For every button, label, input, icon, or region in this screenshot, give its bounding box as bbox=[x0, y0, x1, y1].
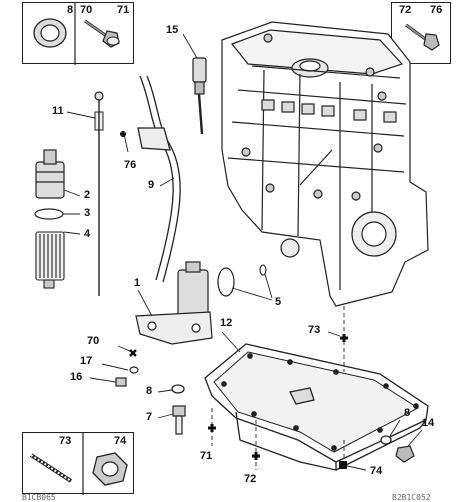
callout-71: 71 bbox=[200, 450, 213, 462]
inset-label-71: 71 bbox=[117, 4, 130, 16]
callout-17: 17 bbox=[80, 355, 93, 367]
cross-marker-76 bbox=[120, 131, 126, 137]
callout-14: 14 bbox=[422, 417, 435, 429]
oil-pan-icon bbox=[204, 343, 429, 471]
dipstick-icon bbox=[94, 91, 104, 296]
inset-bottom-left-drawing bbox=[29, 433, 128, 495]
leader-12 bbox=[221, 331, 241, 353]
drain-plug-washer-icon bbox=[380, 435, 392, 445]
callout-16: 16 bbox=[70, 371, 83, 383]
callout-70: 70 bbox=[87, 335, 100, 347]
callout-9: 9 bbox=[148, 179, 155, 191]
cross-marker-70 bbox=[129, 349, 137, 357]
callout-5: 5 bbox=[275, 296, 282, 308]
oil-filter-cap-icon bbox=[35, 149, 65, 199]
oil-filter-element-icon bbox=[35, 231, 65, 289]
inset-label-8: 8 bbox=[67, 4, 74, 16]
leader-8a bbox=[157, 389, 173, 393]
drain-washer-icon bbox=[129, 366, 139, 374]
sealing-washer-icon bbox=[171, 384, 185, 394]
leader-74 bbox=[346, 465, 367, 471]
callout-74: 74 bbox=[370, 465, 383, 477]
footer-code-right: B2B1C052 bbox=[392, 493, 431, 502]
filter-o-ring-icon bbox=[34, 208, 64, 220]
callout-76: 76 bbox=[124, 159, 137, 171]
drain-bolt-icon bbox=[115, 377, 127, 387]
leader-15 bbox=[182, 33, 198, 59]
hex-nut-icon bbox=[92, 452, 128, 486]
callout-3: 3 bbox=[84, 207, 91, 219]
leader-14 bbox=[407, 429, 423, 447]
inset-box-bottom-left: 73 74 bbox=[22, 432, 134, 495]
callout-7: 7 bbox=[146, 411, 153, 423]
leader-4 bbox=[63, 231, 81, 235]
inset-label-70: 70 bbox=[80, 4, 93, 16]
oil-seal-ring-icon bbox=[33, 18, 67, 48]
cross-marker-71 bbox=[208, 424, 216, 432]
callout-12: 12 bbox=[220, 317, 233, 329]
callout-8-right: 8 bbox=[404, 407, 411, 419]
leader-76 bbox=[123, 133, 129, 153]
inset-label-74: 74 bbox=[114, 435, 127, 447]
inset-label-76: 76 bbox=[430, 4, 443, 16]
small-gasket-icon bbox=[259, 264, 267, 276]
gasket-ring-icon bbox=[217, 267, 235, 297]
square-marker-74 bbox=[339, 461, 347, 469]
inset-box-top-right: 72 76 bbox=[391, 2, 451, 64]
oil-pressure-switch-icon bbox=[172, 405, 186, 435]
leader-11 bbox=[66, 111, 96, 119]
dipstick-guide-tube-icon bbox=[137, 75, 181, 283]
leader-16 bbox=[89, 377, 117, 383]
callout-11: 11 bbox=[52, 105, 64, 117]
hex-bolt-icon bbox=[405, 23, 440, 51]
threaded-stud-icon bbox=[29, 453, 73, 483]
flange-bolt-icon bbox=[84, 19, 120, 48]
inset-label-73: 73 bbox=[59, 435, 72, 447]
drain-plug-icon bbox=[395, 445, 415, 463]
inset-top-right-drawing bbox=[405, 23, 440, 51]
engine-block-icon bbox=[221, 21, 429, 307]
callout-4: 4 bbox=[84, 228, 91, 240]
oil-level-sensor-icon bbox=[192, 57, 207, 135]
oil-filter-housing-icon bbox=[135, 261, 213, 345]
callout-8-left: 8 bbox=[146, 385, 153, 397]
callout-72: 72 bbox=[244, 473, 257, 485]
leader-1 bbox=[137, 289, 153, 317]
leader-73 bbox=[327, 331, 341, 337]
leader-17 bbox=[101, 363, 129, 371]
inset-box-top-left: 8 70 71 bbox=[22, 2, 134, 65]
inset-label-72: 72 bbox=[399, 4, 412, 16]
leader-5b bbox=[264, 273, 273, 299]
callout-2: 2 bbox=[84, 189, 91, 201]
callout-1: 1 bbox=[134, 277, 141, 289]
leader-7 bbox=[157, 413, 174, 419]
footer-code-left: B1CB065 bbox=[22, 493, 56, 502]
cross-marker-73 bbox=[340, 334, 348, 342]
leader-9 bbox=[159, 177, 175, 187]
inset-top-left-drawing bbox=[33, 3, 120, 65]
leader-5a bbox=[231, 287, 273, 301]
leader-2 bbox=[63, 189, 81, 197]
leader-8b bbox=[389, 419, 401, 437]
callout-73: 73 bbox=[308, 324, 321, 336]
callout-15: 15 bbox=[166, 24, 179, 36]
cross-marker-72 bbox=[252, 452, 260, 460]
